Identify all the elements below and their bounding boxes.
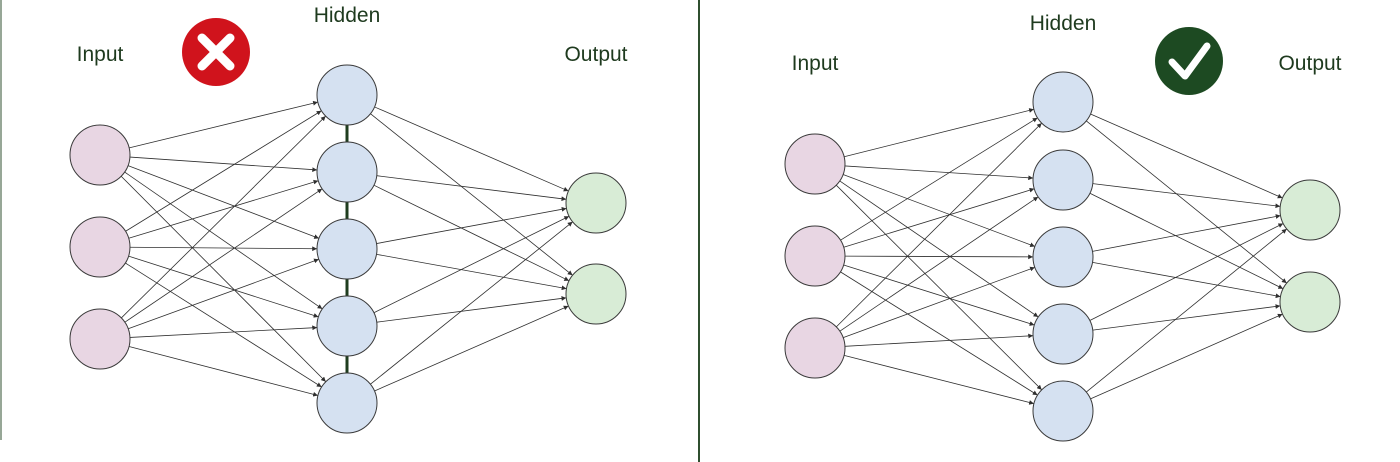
output-layer-label: Output <box>1278 52 1341 75</box>
check-mark-icon <box>1155 27 1223 95</box>
edge-hidden-to-output <box>370 113 573 276</box>
edge-hidden-to-output <box>374 305 569 392</box>
edge-input-to-hidden <box>128 255 319 318</box>
hidden-node <box>1032 303 1094 365</box>
edge-input-to-hidden <box>840 271 1038 396</box>
edges-right <box>835 108 1287 405</box>
edge-input-to-hidden <box>124 171 323 310</box>
hidden-node <box>1032 226 1094 288</box>
edge-input-to-hidden <box>844 165 1034 181</box>
edge-input-to-hidden <box>844 108 1034 158</box>
input-node <box>69 216 131 278</box>
edge-input-to-hidden <box>128 346 319 397</box>
edge-hidden-to-output <box>1092 183 1281 209</box>
hidden-node <box>316 218 378 280</box>
input-node <box>69 124 131 186</box>
hidden-node <box>316 295 378 357</box>
edge-input-to-hidden <box>839 180 1039 318</box>
hidden-node <box>316 372 378 434</box>
x-mark-stroke <box>197 33 235 71</box>
hidden-node <box>1032 149 1094 211</box>
nodes-wrong <box>69 64 627 434</box>
edge-hidden-to-output <box>1086 120 1287 284</box>
right-badge <box>1155 27 1223 95</box>
edge-input-to-hidden <box>129 100 318 149</box>
hidden-layer-label: Hidden <box>314 4 381 27</box>
edge-input-to-hidden <box>835 184 1043 391</box>
hidden-node <box>316 64 378 126</box>
edge-input-to-hidden <box>836 122 1042 328</box>
edge-input-to-hidden <box>843 264 1035 326</box>
edge-input-to-hidden <box>120 175 327 383</box>
hidden-node <box>1032 71 1094 133</box>
edge-input-to-hidden <box>129 325 318 338</box>
edge-hidden-to-output <box>376 296 567 323</box>
edge-input-to-hidden <box>842 174 1036 248</box>
input-node <box>69 308 131 370</box>
edge-input-to-hidden <box>129 246 318 252</box>
input-node <box>784 133 846 195</box>
edge-input-to-hidden <box>125 110 322 232</box>
edge-hidden-to-output <box>1092 304 1281 331</box>
hidden-node <box>1032 380 1094 442</box>
edges-wrong <box>120 100 573 397</box>
output-node <box>1279 271 1341 333</box>
x-mark-icon <box>182 18 250 86</box>
edge-hidden-to-output <box>1090 113 1283 199</box>
edge-hidden-to-output <box>374 106 569 192</box>
edge-hidden-to-output <box>370 221 573 385</box>
edge-input-to-hidden <box>843 354 1035 405</box>
output-node <box>565 172 627 234</box>
nodes-right <box>784 71 1341 442</box>
input-layer-label: Input <box>77 43 124 66</box>
check-mark-stroke <box>1168 42 1211 80</box>
edge-input-to-hidden <box>121 115 326 319</box>
edge-input-to-hidden <box>128 258 319 330</box>
panel-right: Input Hidden Output <box>784 12 1342 442</box>
edge-input-to-hidden <box>124 188 323 323</box>
edge-input-to-hidden <box>839 196 1039 332</box>
output-layer-label: Output <box>564 43 627 66</box>
edge-hidden-to-output <box>1089 223 1284 321</box>
edge-hidden-to-output <box>1092 261 1281 299</box>
input-layer-label: Input <box>792 52 839 75</box>
edge-input-to-hidden <box>844 254 1034 260</box>
edge-hidden-to-output <box>376 175 567 202</box>
edge-hidden-to-output <box>1092 214 1281 252</box>
edge-hidden-to-output <box>1089 192 1284 290</box>
hidden-layer-label: Hidden <box>1030 12 1097 35</box>
edge-hidden-to-output <box>376 206 567 244</box>
edge-hidden-to-output <box>1086 228 1287 393</box>
edge-hidden-to-output <box>376 253 567 291</box>
edge-hidden-to-output <box>373 184 570 282</box>
output-node <box>1279 179 1341 241</box>
hidden-node <box>316 141 378 203</box>
panel-wrong: Input Hidden Output <box>69 4 628 434</box>
output-node <box>565 263 627 325</box>
edge-input-to-hidden <box>127 165 320 239</box>
edge-input-to-hidden <box>125 262 322 388</box>
edge-input-to-hidden <box>843 187 1035 248</box>
edge-input-to-hidden <box>840 117 1038 241</box>
edge-input-to-hidden <box>128 179 319 239</box>
edge-input-to-hidden <box>843 266 1035 339</box>
input-node <box>784 225 846 287</box>
edge-input-to-hidden <box>129 156 318 173</box>
edge-hidden-to-output <box>373 215 570 314</box>
edge-input-to-hidden <box>844 333 1034 347</box>
input-node <box>784 317 846 379</box>
edge-hidden-to-output <box>1090 313 1283 400</box>
